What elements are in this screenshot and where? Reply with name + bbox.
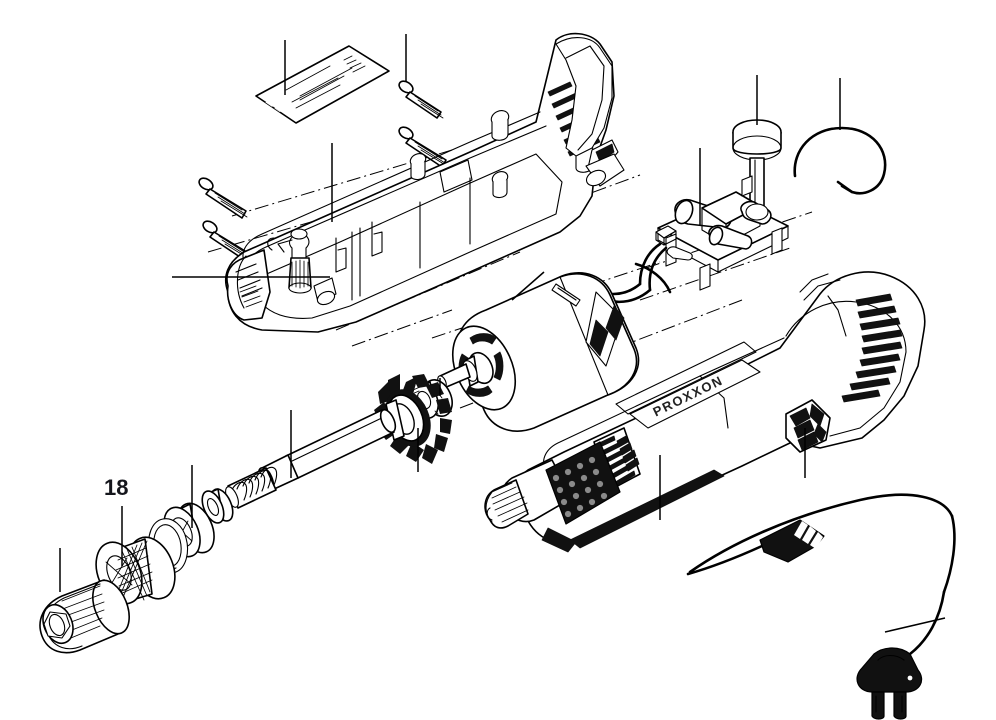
leader-lines [59,34,946,633]
shaft-spring [225,466,278,509]
housing-shell-half [224,32,625,333]
on-off-switch[interactable] [785,399,831,453]
leader-mains-plug [884,617,946,633]
spindle-shaft [225,408,397,509]
assembled-tool-body: PROXXON [484,271,926,553]
spindle-lock-button[interactable] [267,228,312,294]
mains-plug [856,647,923,720]
body-vent-louvers [841,293,903,403]
wire-retaining-clip [793,126,887,195]
control-pcb [638,175,789,292]
housing-screw-3 [198,177,248,219]
knurled-collar-nut [95,536,176,605]
nose-thread [484,479,529,529]
rubber-grip [545,441,621,525]
mains-cable [686,493,956,720]
spacer-washer [201,488,234,524]
callout-18: 18 [104,475,129,500]
dc-motor [437,272,640,432]
leader-motor [511,271,545,301]
speed-control-knob[interactable] [732,119,782,213]
keyless-chuck [39,579,130,654]
housing-screw-1 [398,80,444,119]
